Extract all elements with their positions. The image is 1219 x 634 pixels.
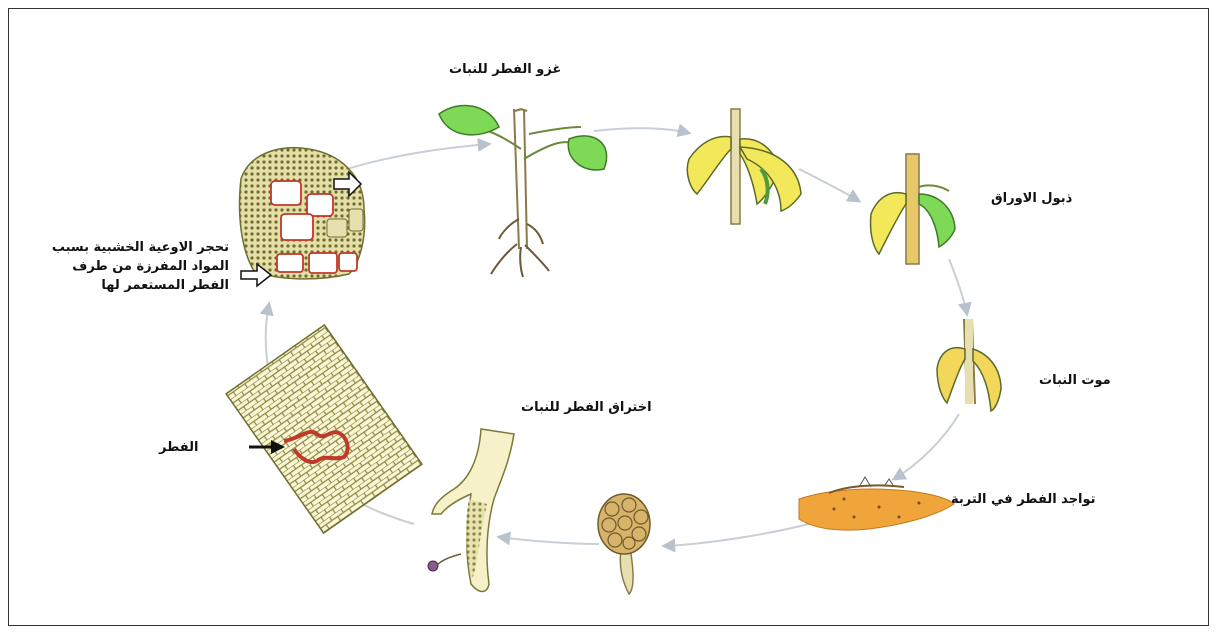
disease-cycle-diagram <box>9 9 1210 627</box>
blocked-vessels-illustration <box>240 148 365 286</box>
diagram-frame: غزو الفطر للنبات ذبول الاوراق موت النبات… <box>8 8 1209 626</box>
wilting-plant-illustration <box>687 109 801 224</box>
arrow-soil-to-sclerotium <box>664 524 809 546</box>
root-penetration-illustration <box>428 429 514 592</box>
label-fungus-penetration: اختراق الفطر للنبات <box>521 399 652 418</box>
label-fungus-in-soil: تواجد الفطر في التربة <box>951 491 1096 510</box>
healthy-plant-illustration <box>439 105 607 277</box>
sclerotium-illustration <box>598 494 650 594</box>
arrow-sclerotium-to-root <box>499 537 599 544</box>
label-leaf-wilting: ذبول الاوراق <box>991 190 1072 209</box>
infected-tissue-illustration <box>226 325 422 533</box>
dead-plant-illustration <box>937 319 1001 411</box>
soil-illustration <box>799 477 954 530</box>
arrow-wilt-to-yellow <box>799 169 859 201</box>
arrow-death-to-soil <box>894 414 959 479</box>
leaf-wilting-illustration <box>871 154 955 264</box>
label-vessel-blockage: تحجر الاوعية الخشبية بسبب المواد المفرزة… <box>49 239 229 296</box>
label-plant-invasion: غزو الفطر للنبات <box>449 61 561 80</box>
label-plant-death: موت النبات <box>1039 372 1111 391</box>
label-fungus: الفطر <box>159 439 198 458</box>
arrow-invasion-to-wilt <box>594 128 689 133</box>
arrow-yellow-to-death <box>949 259 967 314</box>
